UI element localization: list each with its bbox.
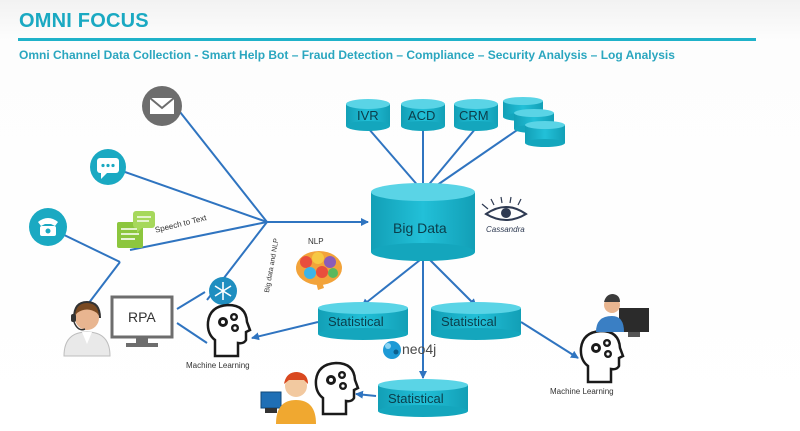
cylinder-crm xyxy=(454,99,498,131)
cassandra-eye-icon xyxy=(481,196,528,221)
statistical-bottom-label: Statistical xyxy=(388,391,444,406)
cylinder-statistical-right xyxy=(431,302,521,340)
acd-label: ACD xyxy=(408,108,436,123)
page-title: OMNI FOCUS xyxy=(19,10,149,32)
connector-lines xyxy=(59,111,579,399)
machine-learning-label-left: Machine Learning xyxy=(186,361,250,370)
cylinder-big-data xyxy=(371,183,475,261)
email-icon xyxy=(142,86,182,126)
database-stack-icon xyxy=(503,97,565,147)
neo4j-label: neo4j xyxy=(402,341,437,357)
speech-to-text-icon xyxy=(117,211,155,248)
machine-learning-head-icon-bottom xyxy=(314,361,360,416)
statistical-right-label: Statistical xyxy=(441,314,497,329)
rpa-label: RPA xyxy=(128,309,156,325)
nlp-brain-icon xyxy=(296,251,342,290)
phone-icon xyxy=(29,208,67,246)
support-agent-icon xyxy=(63,300,111,357)
machine-learning-label-right: Machine Learning xyxy=(550,387,614,396)
cylinder-statistical-left xyxy=(318,302,408,340)
big-data-label: Big Data xyxy=(393,220,447,236)
ivr-label: IVR xyxy=(357,108,379,123)
cylinder-statistical-bottom xyxy=(378,379,468,417)
nlp-label: NLP xyxy=(308,237,324,246)
user-with-computer-icon xyxy=(260,372,316,424)
cylinder-acd xyxy=(401,99,445,131)
cassandra-label: Cassandra xyxy=(486,225,525,234)
page-subtitle: Omni Channel Data Collection - Smart Hel… xyxy=(19,48,675,62)
machine-learning-head-icon-left xyxy=(206,303,252,358)
rpa-monitor-icon xyxy=(110,295,174,347)
crm-label: CRM xyxy=(459,108,489,123)
title-divider xyxy=(18,38,756,41)
chat-icon xyxy=(90,149,126,185)
analyst-at-computer-icon xyxy=(596,294,649,337)
snowflake-icon xyxy=(209,277,237,305)
statistical-left-label: Statistical xyxy=(328,314,384,329)
machine-learning-head-icon-right xyxy=(579,329,625,384)
neo4j-logo-icon xyxy=(383,341,401,359)
cylinder-ivr xyxy=(346,99,390,131)
